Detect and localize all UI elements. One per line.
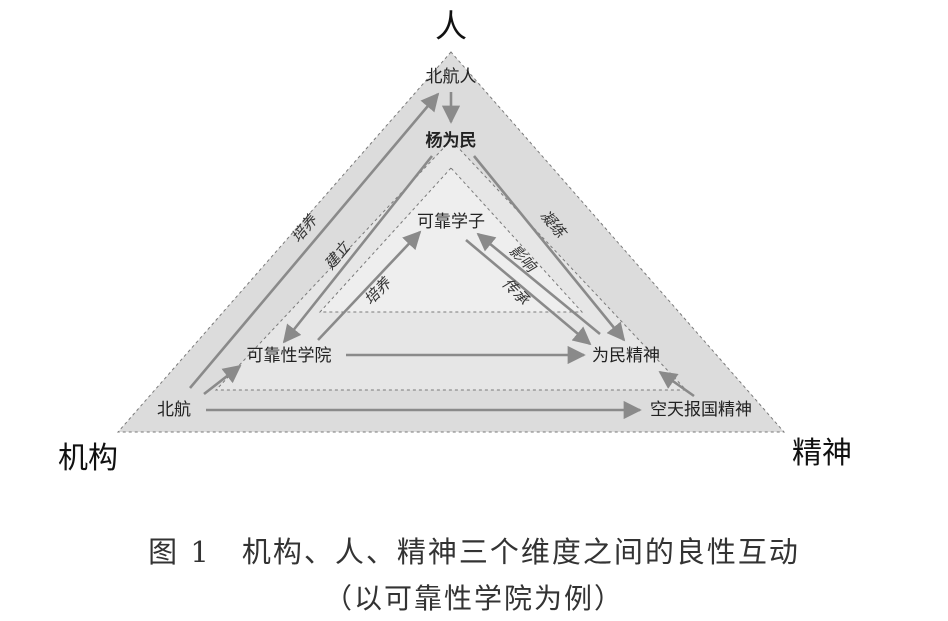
node-beihang-people: 北航人	[426, 67, 477, 87]
arrow-yang-to-spirit	[472, 155, 626, 342]
arrow-aerospace-to-spirit	[658, 370, 695, 398]
node-serve-people-spirit: 为民精神	[592, 346, 660, 366]
node-beihang: 北航	[157, 400, 191, 420]
arrow-spirit-to-students	[476, 232, 601, 336]
arrow-beihang-to-beihang-people	[189, 92, 440, 389]
arrow-beihang-to-college	[203, 364, 242, 396]
figure-caption: 图 1 机构、人、精神三个维度之间的良性互动	[148, 535, 800, 569]
node-aerospace-spirit: 空天报国精神	[650, 400, 752, 420]
corner-label-top: 人	[435, 7, 467, 45]
corner-label-right: 精神	[792, 436, 852, 471]
node-reliable-college: 可靠性学院	[247, 346, 332, 366]
inner-triangle	[318, 167, 584, 313]
corner-label-left: 机构	[58, 441, 118, 476]
arrow-college-to-students	[317, 230, 422, 341]
node-yang-weimin: 杨为民	[426, 130, 477, 151]
figure-caption-subtitle: （以可靠性学院为例）	[323, 582, 624, 615]
arrow-yang-to-college	[282, 155, 434, 344]
arrow-students-to-spirit	[465, 239, 592, 346]
node-reliable-students: 可靠学子	[417, 212, 485, 232]
